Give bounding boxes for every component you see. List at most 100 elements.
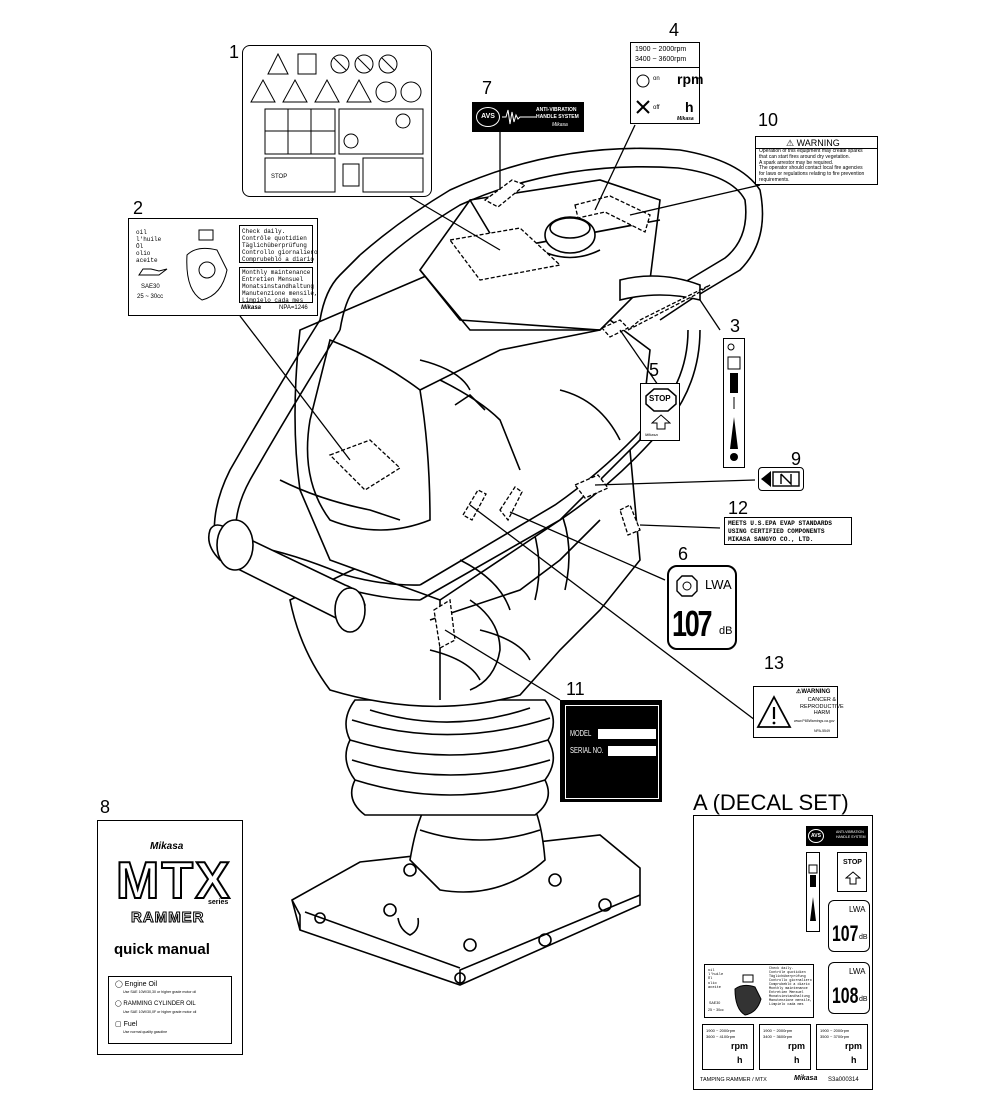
rpm-label: rpm <box>788 1041 806 1051</box>
monthly-line: Manutenzione mensile, <box>242 290 318 297</box>
oil-word: olio <box>708 981 717 986</box>
monthly-line: Monthly maintenance <box>242 269 311 276</box>
engine-illustration <box>734 974 762 1016</box>
warning-title: WARNING <box>796 138 840 148</box>
rpm-label: rpm <box>731 1041 749 1051</box>
warning-line: A spark arrestor may be required. <box>759 159 834 166</box>
callout-6: 6 <box>678 544 689 564</box>
fuel-icon <box>342 163 360 187</box>
rpm-low: 1900 ~ 2000rpm <box>635 46 687 53</box>
off-label: off <box>653 105 660 111</box>
callout-1: 1 <box>229 42 240 62</box>
warning-line: requirements. <box>759 176 790 183</box>
hours-label: h <box>794 1055 800 1065</box>
warning-triangle-icon <box>267 52 289 75</box>
engine-on-icon <box>636 74 650 88</box>
callout-9: 9 <box>791 449 802 469</box>
hazard-icon-4 <box>346 78 372 103</box>
manual-item-name: Fuel <box>123 1021 138 1028</box>
no-smoking-icon <box>378 54 398 74</box>
callout-4: 4 <box>669 20 680 40</box>
sound-value-108: 108 <box>832 983 859 1008</box>
daily-line: Contrôle quotidien <box>769 971 806 975</box>
manual-series: series <box>208 899 229 906</box>
eye-protection-icon <box>375 81 397 103</box>
prop65-line: HARM <box>813 710 830 716</box>
callout-13: 13 <box>764 653 785 673</box>
part-number: NPA=1246 <box>279 305 308 311</box>
lwa-label: LWA <box>849 967 866 976</box>
oil-word: l'huile <box>136 236 162 243</box>
brand-logo: Mikasa <box>645 432 658 437</box>
monthly-line: Monatsinstandhaltung <box>769 995 810 999</box>
decal-set-108db: LWA 108 dB <box>828 962 870 1014</box>
decal-set-brand: Mikasa <box>794 1075 818 1082</box>
manual-item-name: RAMMING CYLINDER OIL <box>123 1001 196 1007</box>
manual-item-desc: Use SAE 10W/30,30 or higher grade motor … <box>123 990 197 994</box>
decal-set-stop: STOP <box>837 852 867 892</box>
avs-logo: AVS <box>808 829 824 843</box>
oil-word: l'huile <box>708 973 724 978</box>
rpm-high: 3400 ~ 3600rpm <box>635 56 687 63</box>
decal-set-rpm-1: 1900 ~ 2000rpm 3600 ~ 4100rpm rpm h <box>702 1024 754 1070</box>
prop65-line: CANCER & <box>807 697 837 703</box>
decal-13-prop65-warning: ⚠WARNING CANCER & REPRODUCTIVE HARM www.… <box>753 686 844 738</box>
oil-grade: SAE30 <box>709 1001 721 1005</box>
daily-line: Check daily. <box>242 228 286 235</box>
rpm-high: 3400 ~ 3600rpm <box>763 1034 793 1039</box>
manual-brand: Mikasa <box>150 841 184 852</box>
prop65-line: REPRODUCTIVE <box>800 703 844 710</box>
lwa-label: LWA <box>849 905 866 914</box>
operator-icon <box>395 113 411 129</box>
epa-line: USING CERTIFIED COMPONENTS <box>728 528 825 535</box>
oil-can-icon <box>138 268 168 276</box>
epa-line: MIKASA SANGYO CO., LTD. <box>728 536 814 543</box>
oil-grade: SAE30 <box>141 284 160 290</box>
oil-word: oil <box>136 229 147 236</box>
manual-item-desc: Use normal quality gasoline <box>123 1030 168 1034</box>
quick-manual: Mikasa MTX series RAMMER quick manual ◯ … <box>97 820 243 1055</box>
decal-9-direction <box>758 467 804 491</box>
up-arrow-icon <box>651 414 671 430</box>
warning-line: The operator should contact local fire a… <box>759 165 863 172</box>
callout-12: 12 <box>728 498 749 518</box>
warning-line: that can start fires around dry vegetati… <box>759 153 850 160</box>
decal-set-fuel <box>806 852 820 932</box>
decal-set-title: A (DECAL SET) <box>693 790 849 815</box>
warning-line: Operation of this equipment may create s… <box>759 148 863 154</box>
prop65-title: WARNING <box>801 689 831 695</box>
decal-10-spark-warning: ⚠ WARNING Operation of this equipment ma… <box>755 136 878 185</box>
callout-5: 5 <box>649 360 660 380</box>
rpm-high: 3600 ~ 4100rpm <box>706 1034 736 1039</box>
daily-line: Comprubebló a diario <box>769 983 810 987</box>
decal-2-oil-check: oil l'huile Öl olio aceite SAE30 25 ~ 30… <box>128 218 318 316</box>
hazard-icon-1 <box>250 78 276 103</box>
callout-7: 7 <box>482 78 493 98</box>
serial-label: SERIAL NO. <box>570 746 604 755</box>
oil-word: aceite <box>136 257 158 264</box>
up-arrow-icon <box>845 871 861 885</box>
epa-line: MEETS U.S.EPA EVAP STANDARDS <box>728 520 832 527</box>
daily-line: Täglichüberprüfung <box>769 975 806 979</box>
decal-6-sound-level: LWA 107 dB <box>667 565 737 650</box>
callout-3: 3 <box>730 316 741 336</box>
manual-title: quick manual <box>114 941 210 958</box>
decal-set-sheet: AVS ANTI-VIBRATION HANDLE SYSTEM STOP LW… <box>693 815 873 1090</box>
decal-set-footer-left: TAMPING RAMMER / MTX <box>700 1077 767 1083</box>
oil-quantity: 25 ~ 30cc <box>137 294 164 300</box>
stop-sign-icon <box>645 388 677 412</box>
model-field <box>598 729 656 739</box>
hours-label: h <box>685 99 694 115</box>
avs-line-1: ANTI-VIBRATION <box>536 107 577 113</box>
daily-line: Täglichüberprüfung <box>242 242 307 249</box>
daily-line: Check daily. <box>769 967 794 971</box>
warning-line: for laws or regulations relating to fire… <box>759 171 865 178</box>
sound-value: 107 <box>832 921 859 946</box>
prop65-url: www.P65Warnings.ca.gov <box>794 719 835 723</box>
oil-word: oil <box>708 969 715 973</box>
hours-label: h <box>737 1055 743 1065</box>
decal-set-avs: AVS ANTI-VIBRATION HANDLE SYSTEM <box>806 826 868 846</box>
decal-12-epa: MEETS U.S.EPA EVAP STANDARDS USING CERTI… <box>724 517 852 545</box>
monthly-line: Entretien Mensuel <box>242 276 304 283</box>
